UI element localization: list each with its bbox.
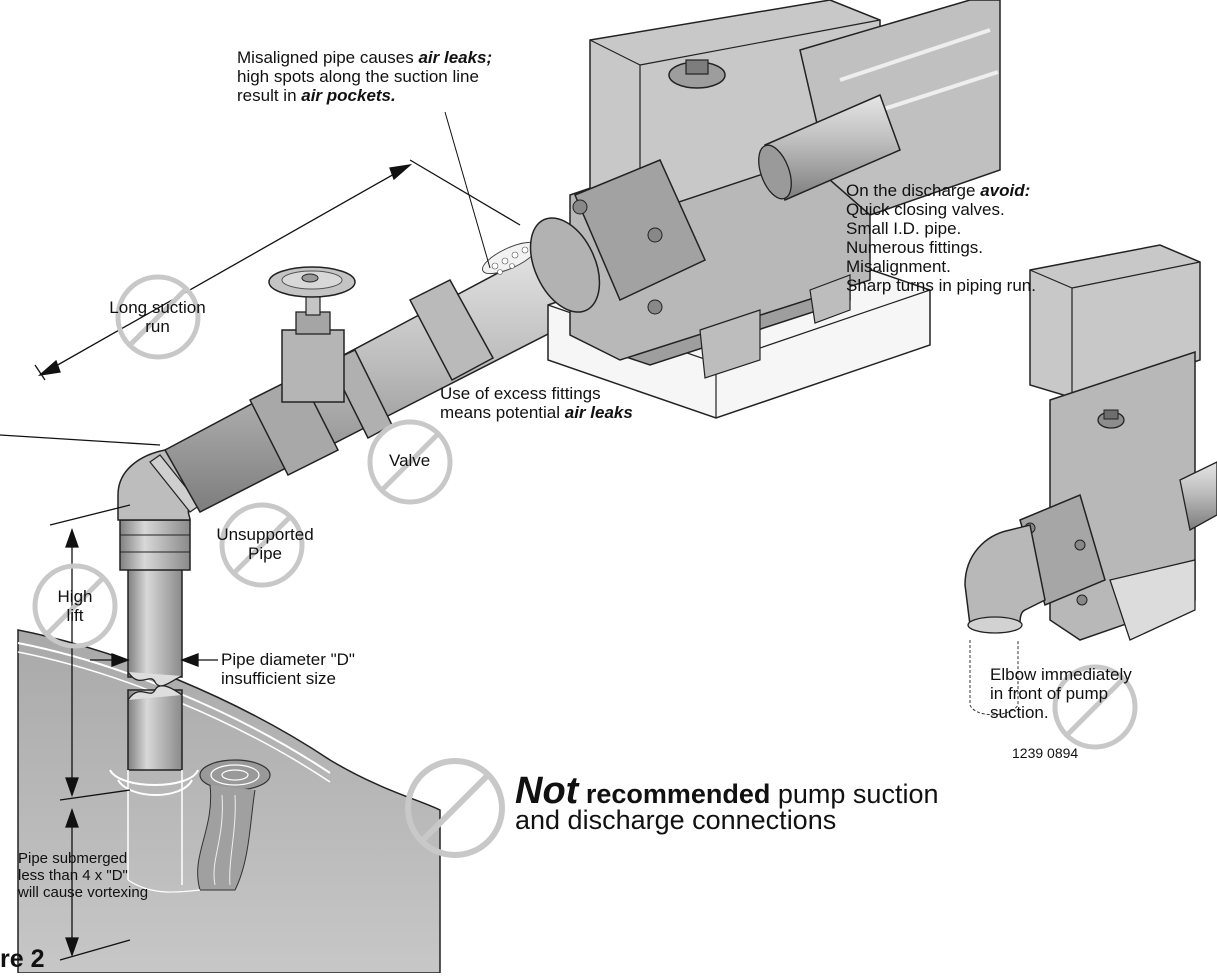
- discharge-avoid-note: On the discharge avoid: Quick closing va…: [846, 181, 1036, 295]
- prohibit-icon-elbow: [1052, 664, 1138, 750]
- prohibit-icon-caption: [405, 758, 505, 858]
- gate-valve: [268, 266, 356, 403]
- figure-code: 1239 0894: [1012, 745, 1079, 761]
- figure-label: re 2: [0, 945, 45, 973]
- excess-fittings-note: Use of excess fittings means potential a…: [440, 384, 633, 422]
- vertical-pipe: [119, 519, 191, 687]
- unsupported-pipe-label: Unsupported Pipe: [216, 525, 314, 563]
- submerged-pipe-note: Pipe submerged less than 4 x "D" will ca…: [18, 850, 149, 901]
- misaligned-pipe-note: Misaligned pipe causes air leaks; high s…: [237, 48, 493, 105]
- pipe-diameter-note: Pipe diameter "D" insufficient size: [221, 650, 355, 688]
- submerged-pipe: [109, 685, 201, 893]
- vortex: [197, 759, 271, 891]
- elbow-note: Elbow immediately in front of pump sucti…: [990, 665, 1132, 722]
- caption: Not recommended pump suction and dischar…: [515, 770, 939, 835]
- high-lift-label: High lift: [57, 587, 93, 625]
- prohibit-icon-long-suction: [115, 274, 201, 360]
- prohibit-icon-unsupported: [219, 502, 305, 588]
- dimension-lines: [0, 111, 521, 961]
- main-pump: [529, 0, 1001, 379]
- prohibition-symbols: [32, 274, 1138, 858]
- prohibit-icon-valve: [367, 419, 453, 505]
- small-pump: [964, 244, 1217, 716]
- valve-label: Valve: [389, 451, 431, 470]
- long-suction-label: Long suction run: [109, 298, 206, 336]
- prohibit-icon-high-lift: [32, 563, 118, 649]
